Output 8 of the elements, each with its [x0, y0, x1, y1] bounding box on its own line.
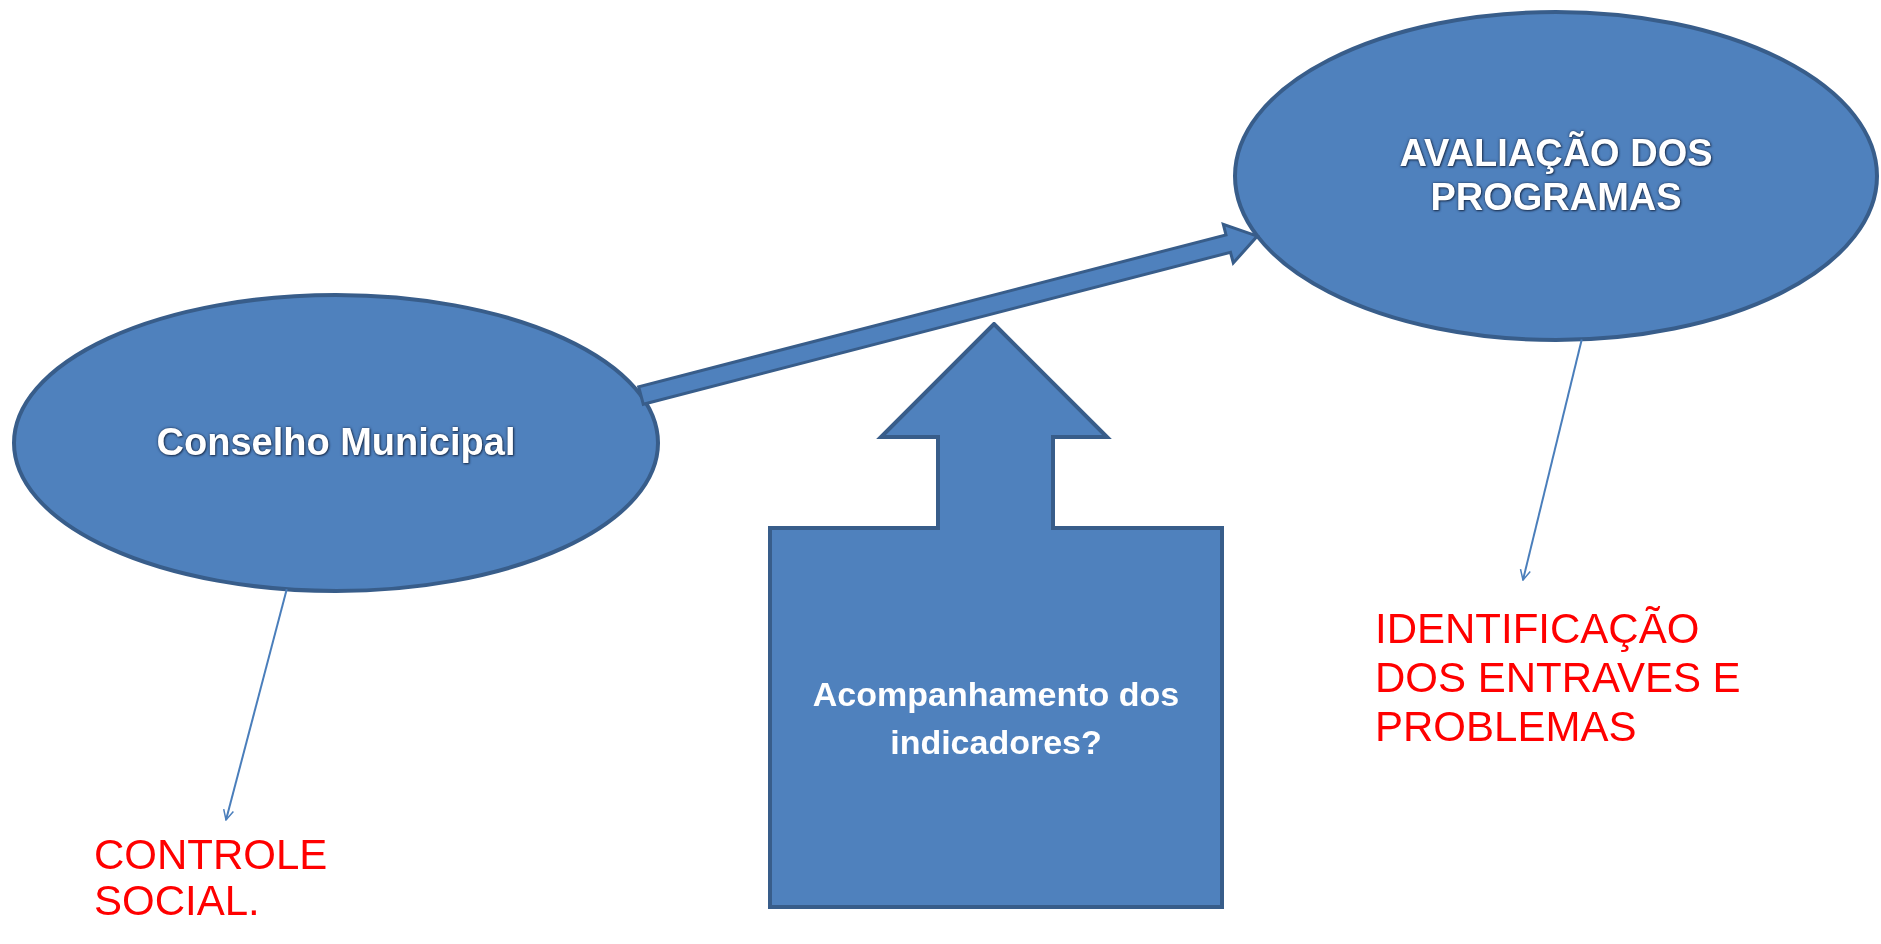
arrow [1519, 338, 1583, 581]
node-label: AVALIAÇÃO DOS PROGRAMAS [1398, 132, 1714, 220]
annotation-text: CONTROLE SOCIAL. [94, 832, 329, 925]
node-label: Acompanhamento dos indicadores? [811, 673, 1181, 763]
annotation-text: IDENTIFICAÇÃO DOS ENTRAVES E PROBLEMAS [1375, 604, 1742, 752]
node-label: Conselho Municipal [156, 421, 516, 465]
block-arrow [636, 221, 1260, 407]
arrow [222, 588, 288, 821]
